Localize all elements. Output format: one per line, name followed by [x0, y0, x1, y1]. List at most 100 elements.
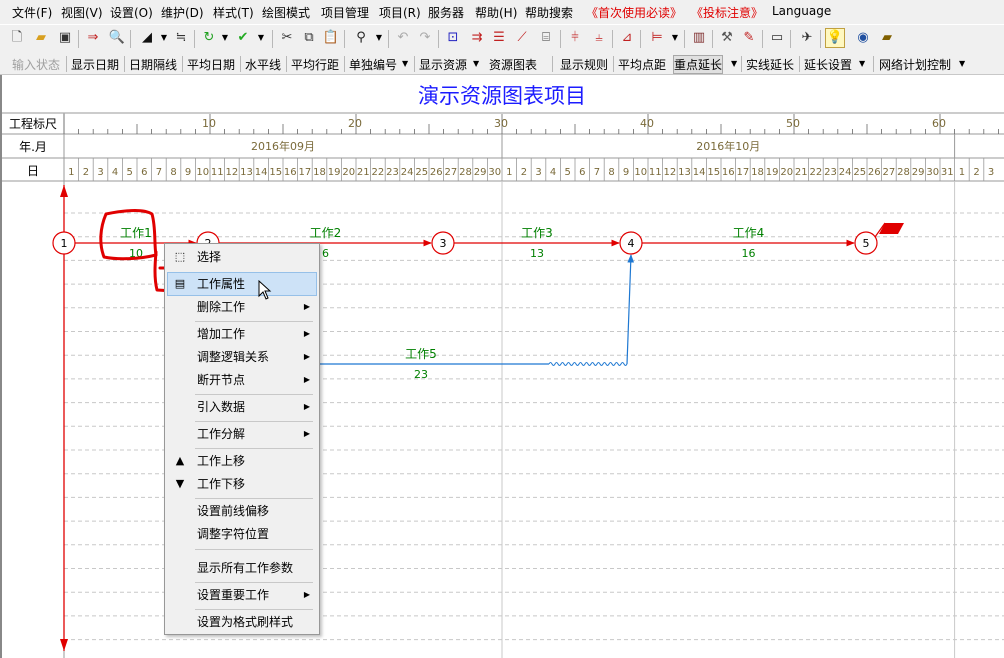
work-name-label[interactable]: 工作4 [733, 226, 765, 240]
show-resource-button[interactable]: 显示资源 [419, 58, 468, 72]
resource-chart-button[interactable]: 资源图表 [489, 58, 538, 72]
check-dropdown-icon[interactable]: ▼ [257, 33, 265, 42]
show-resource-dropdown-icon[interactable]: ▼ [473, 59, 480, 68]
split-icon[interactable]: ⫩ [571, 30, 579, 45]
average-row-spacing-button[interactable]: 平均行距 [291, 58, 340, 72]
menu-item-break-node[interactable]: 断开节点 ▶ [168, 369, 316, 391]
input-state-button[interactable]: 输入状态 [12, 58, 61, 72]
indent-icon[interactable]: ≒ [175, 30, 187, 45]
average-point-spacing-button[interactable]: 平均点距 [618, 58, 667, 72]
menu-item-set-frontline-offset[interactable]: 设置前线偏移 [197, 504, 270, 518]
edit-icon[interactable]: ✎ [743, 30, 755, 45]
network-node[interactable] [854, 231, 878, 255]
show-date-button[interactable]: 显示日期 [71, 58, 120, 72]
separate-numbering-button[interactable]: 单独编号 [349, 58, 398, 72]
globe-icon[interactable]: ◉ [857, 30, 869, 45]
fill-icon[interactable]: ◢ [142, 30, 152, 45]
network-node[interactable] [431, 231, 455, 255]
menu-item-work-properties[interactable]: ▤ 工作属性 [167, 272, 317, 296]
work-arrow[interactable] [626, 254, 635, 365]
key-extend-dropdown-icon[interactable]: ▼ [731, 59, 738, 68]
refresh-dropdown-icon[interactable]: ▼ [221, 33, 229, 42]
new-file-icon[interactable]: 🗋 [11, 30, 23, 45]
merge-icon[interactable]: ⫨ [595, 30, 603, 45]
menu-language[interactable]: Language [772, 4, 832, 18]
solid-extend-button[interactable]: 实线延长 [746, 58, 795, 72]
menu-item-adjust-text-position[interactable]: 调整字符位置 [197, 527, 270, 541]
menu-item-set-important-work[interactable]: 设置重要工作 ▶ [168, 584, 316, 606]
curve-icon[interactable]: ⟋ [517, 30, 527, 45]
network-plan-control-button[interactable]: 网络计划控制 [879, 58, 952, 72]
save-icon[interactable]: ▣ [58, 30, 72, 45]
tools-icon[interactable]: ⚒ [721, 30, 733, 45]
plane-icon[interactable]: ✈ [801, 30, 813, 45]
menu-view[interactable]: 视图(V) [61, 6, 103, 20]
network-node[interactable] [52, 231, 76, 255]
menu-draw-mode[interactable]: 绘图模式 [262, 6, 311, 20]
day-label: 11 [211, 167, 224, 178]
menu-project-management[interactable]: 项目管理 [321, 6, 370, 20]
menu-bidding-notes[interactable]: 《投标注意》 [691, 6, 764, 20]
average-date-button[interactable]: 平均日期 [187, 58, 236, 72]
key-extend-button[interactable]: 重点延长 [672, 55, 724, 74]
menu-item-delete-work[interactable]: 删除工作 ▶ [168, 296, 316, 318]
menu-item-move-work-up[interactable]: ▲ 工作上移 [168, 450, 316, 472]
work-name-label[interactable]: 工作3 [521, 226, 553, 240]
menu-project[interactable]: 项目(R) [379, 6, 421, 20]
menu-item-set-format-painter[interactable]: 设置为格式刷样式 [197, 615, 294, 629]
menu-item-add-work[interactable]: 增加工作 ▶ [168, 323, 316, 345]
menu-server[interactable]: 服务器 [428, 6, 465, 20]
screen-icon[interactable]: ▭ [770, 30, 784, 45]
folder-icon[interactable]: ▰ [882, 30, 892, 45]
print-preview-icon[interactable]: 🔍 [108, 30, 126, 45]
menu-settings[interactable]: 设置(O) [110, 6, 153, 20]
menu-item-show-all-work-params[interactable]: 显示所有工作参数 [197, 561, 294, 575]
chart-icon[interactable]: ⊿ [621, 30, 633, 45]
cut-icon[interactable]: ✂ [281, 30, 293, 45]
fill-dropdown-icon[interactable]: ▼ [160, 33, 168, 42]
books-icon[interactable]: ▥ [692, 30, 706, 45]
menu-item-move-work-down[interactable]: ▼ 工作下移 [168, 473, 316, 495]
network-node[interactable] [619, 231, 643, 255]
gantt-dropdown-icon[interactable]: ▼ [671, 33, 679, 42]
menu-help-search[interactable]: 帮助搜索 [525, 6, 574, 20]
menu-maintain[interactable]: 维护(D) [161, 6, 204, 20]
menu-item-adjust-logic[interactable]: 调整逻辑关系 ▶ [168, 346, 316, 368]
network-icon[interactable]: ⊡ [447, 30, 459, 45]
bulb-icon[interactable]: 💡 [825, 28, 845, 48]
work-name-label[interactable]: 工作1 [120, 226, 152, 240]
menu-file[interactable]: 文件(F) [12, 6, 53, 20]
find-icon[interactable]: ⚲ [356, 30, 366, 45]
open-folder-icon[interactable]: ▰ [36, 30, 46, 45]
gantt-icon[interactable]: ⊨ [651, 30, 663, 45]
network-plan-control-dropdown-icon[interactable]: ▼ [959, 59, 966, 68]
menu-item-import-data[interactable]: 引入数据 ▶ [168, 396, 316, 418]
menu-first-use-guide[interactable]: 《首次使用必读》 [586, 6, 683, 20]
link-icon[interactable]: ⇉ [471, 30, 483, 45]
resource-icon[interactable]: ⌸ [542, 30, 550, 45]
redo-icon[interactable]: ↷ [419, 30, 431, 45]
menu-item-select[interactable]: ⬚ 选择 [168, 246, 316, 268]
menu-help[interactable]: 帮助(H) [475, 6, 518, 20]
work-name-label[interactable]: 工作5 [405, 347, 437, 361]
menu-style[interactable]: 样式(T) [213, 6, 254, 20]
extend-settings-button[interactable]: 延长设置 [804, 58, 853, 72]
check-icon[interactable]: ✔ [237, 30, 249, 45]
show-rules-button[interactable]: 显示规则 [560, 58, 609, 72]
export-icon[interactable]: ⇒ [87, 30, 99, 45]
extend-settings-dropdown-icon[interactable]: ▼ [859, 59, 866, 68]
table-icon[interactable]: ☰ [493, 30, 505, 45]
horizontal-line-button[interactable]: 水平线 [245, 58, 282, 72]
undo-icon[interactable]: ↶ [397, 30, 409, 45]
work-name-label[interactable]: 工作2 [310, 226, 342, 240]
date-gridline-button[interactable]: 日期隔线 [129, 58, 178, 72]
separate-numbering-dropdown-icon[interactable]: ▼ [402, 59, 409, 68]
find-dropdown-icon[interactable]: ▼ [375, 33, 383, 42]
copy-icon[interactable]: ⧉ [304, 30, 314, 45]
menu-item-work-decomposition[interactable]: 工作分解 ▶ [168, 423, 316, 445]
paste-icon[interactable]: 📋 [322, 30, 340, 45]
day-label: 23 [824, 167, 837, 178]
refresh-icon[interactable]: ↻ [203, 30, 215, 45]
